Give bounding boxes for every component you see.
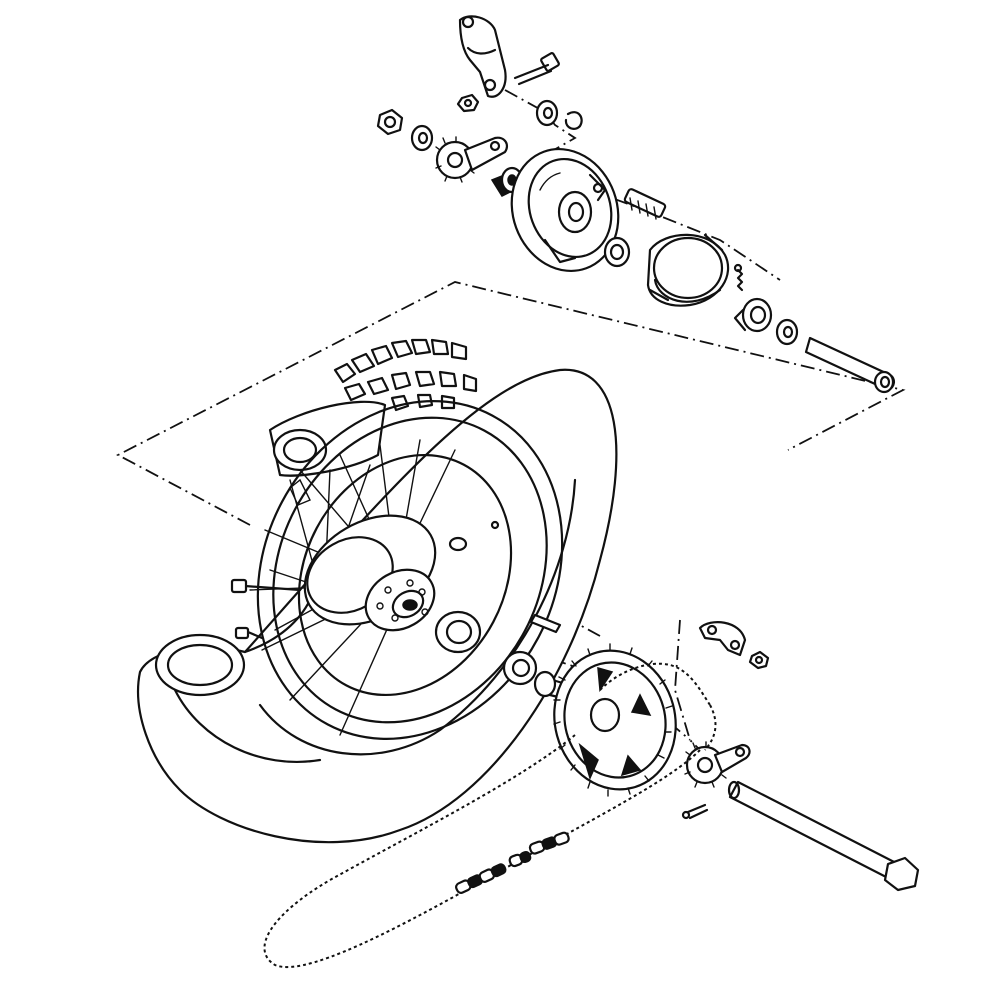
chain-adjuster-left — [435, 136, 509, 183]
brake-arm — [458, 15, 507, 98]
spacer — [775, 318, 895, 394]
circlip — [564, 111, 583, 130]
valve-stem — [230, 578, 302, 640]
brake-spring — [733, 263, 744, 292]
axle — [727, 780, 920, 892]
brake-panel — [510, 147, 620, 273]
axle-washer — [410, 124, 434, 152]
bearing-right — [434, 610, 482, 654]
chain-guide — [698, 621, 747, 657]
chain-guide-nut — [748, 650, 770, 670]
bearing-left — [733, 297, 773, 333]
hub — [303, 514, 437, 632]
rim-tape — [289, 478, 311, 506]
rim — [256, 400, 564, 740]
axle-nut — [376, 108, 404, 136]
drive-chain — [263, 662, 717, 968]
tire-tread — [333, 338, 478, 412]
chain-adjuster-right — [684, 741, 751, 788]
brake-arm-washer — [535, 99, 559, 127]
brake-shoes — [646, 233, 730, 307]
brake-cam — [623, 188, 667, 220]
brake-arm-nut — [456, 93, 480, 113]
oil-seal — [502, 650, 538, 686]
seal — [603, 236, 631, 268]
master-link — [455, 831, 570, 894]
brake-arm-bolt — [513, 52, 560, 86]
cotter-pin — [681, 803, 709, 820]
rear-sprocket — [553, 643, 677, 797]
hub-bolts — [448, 520, 562, 634]
